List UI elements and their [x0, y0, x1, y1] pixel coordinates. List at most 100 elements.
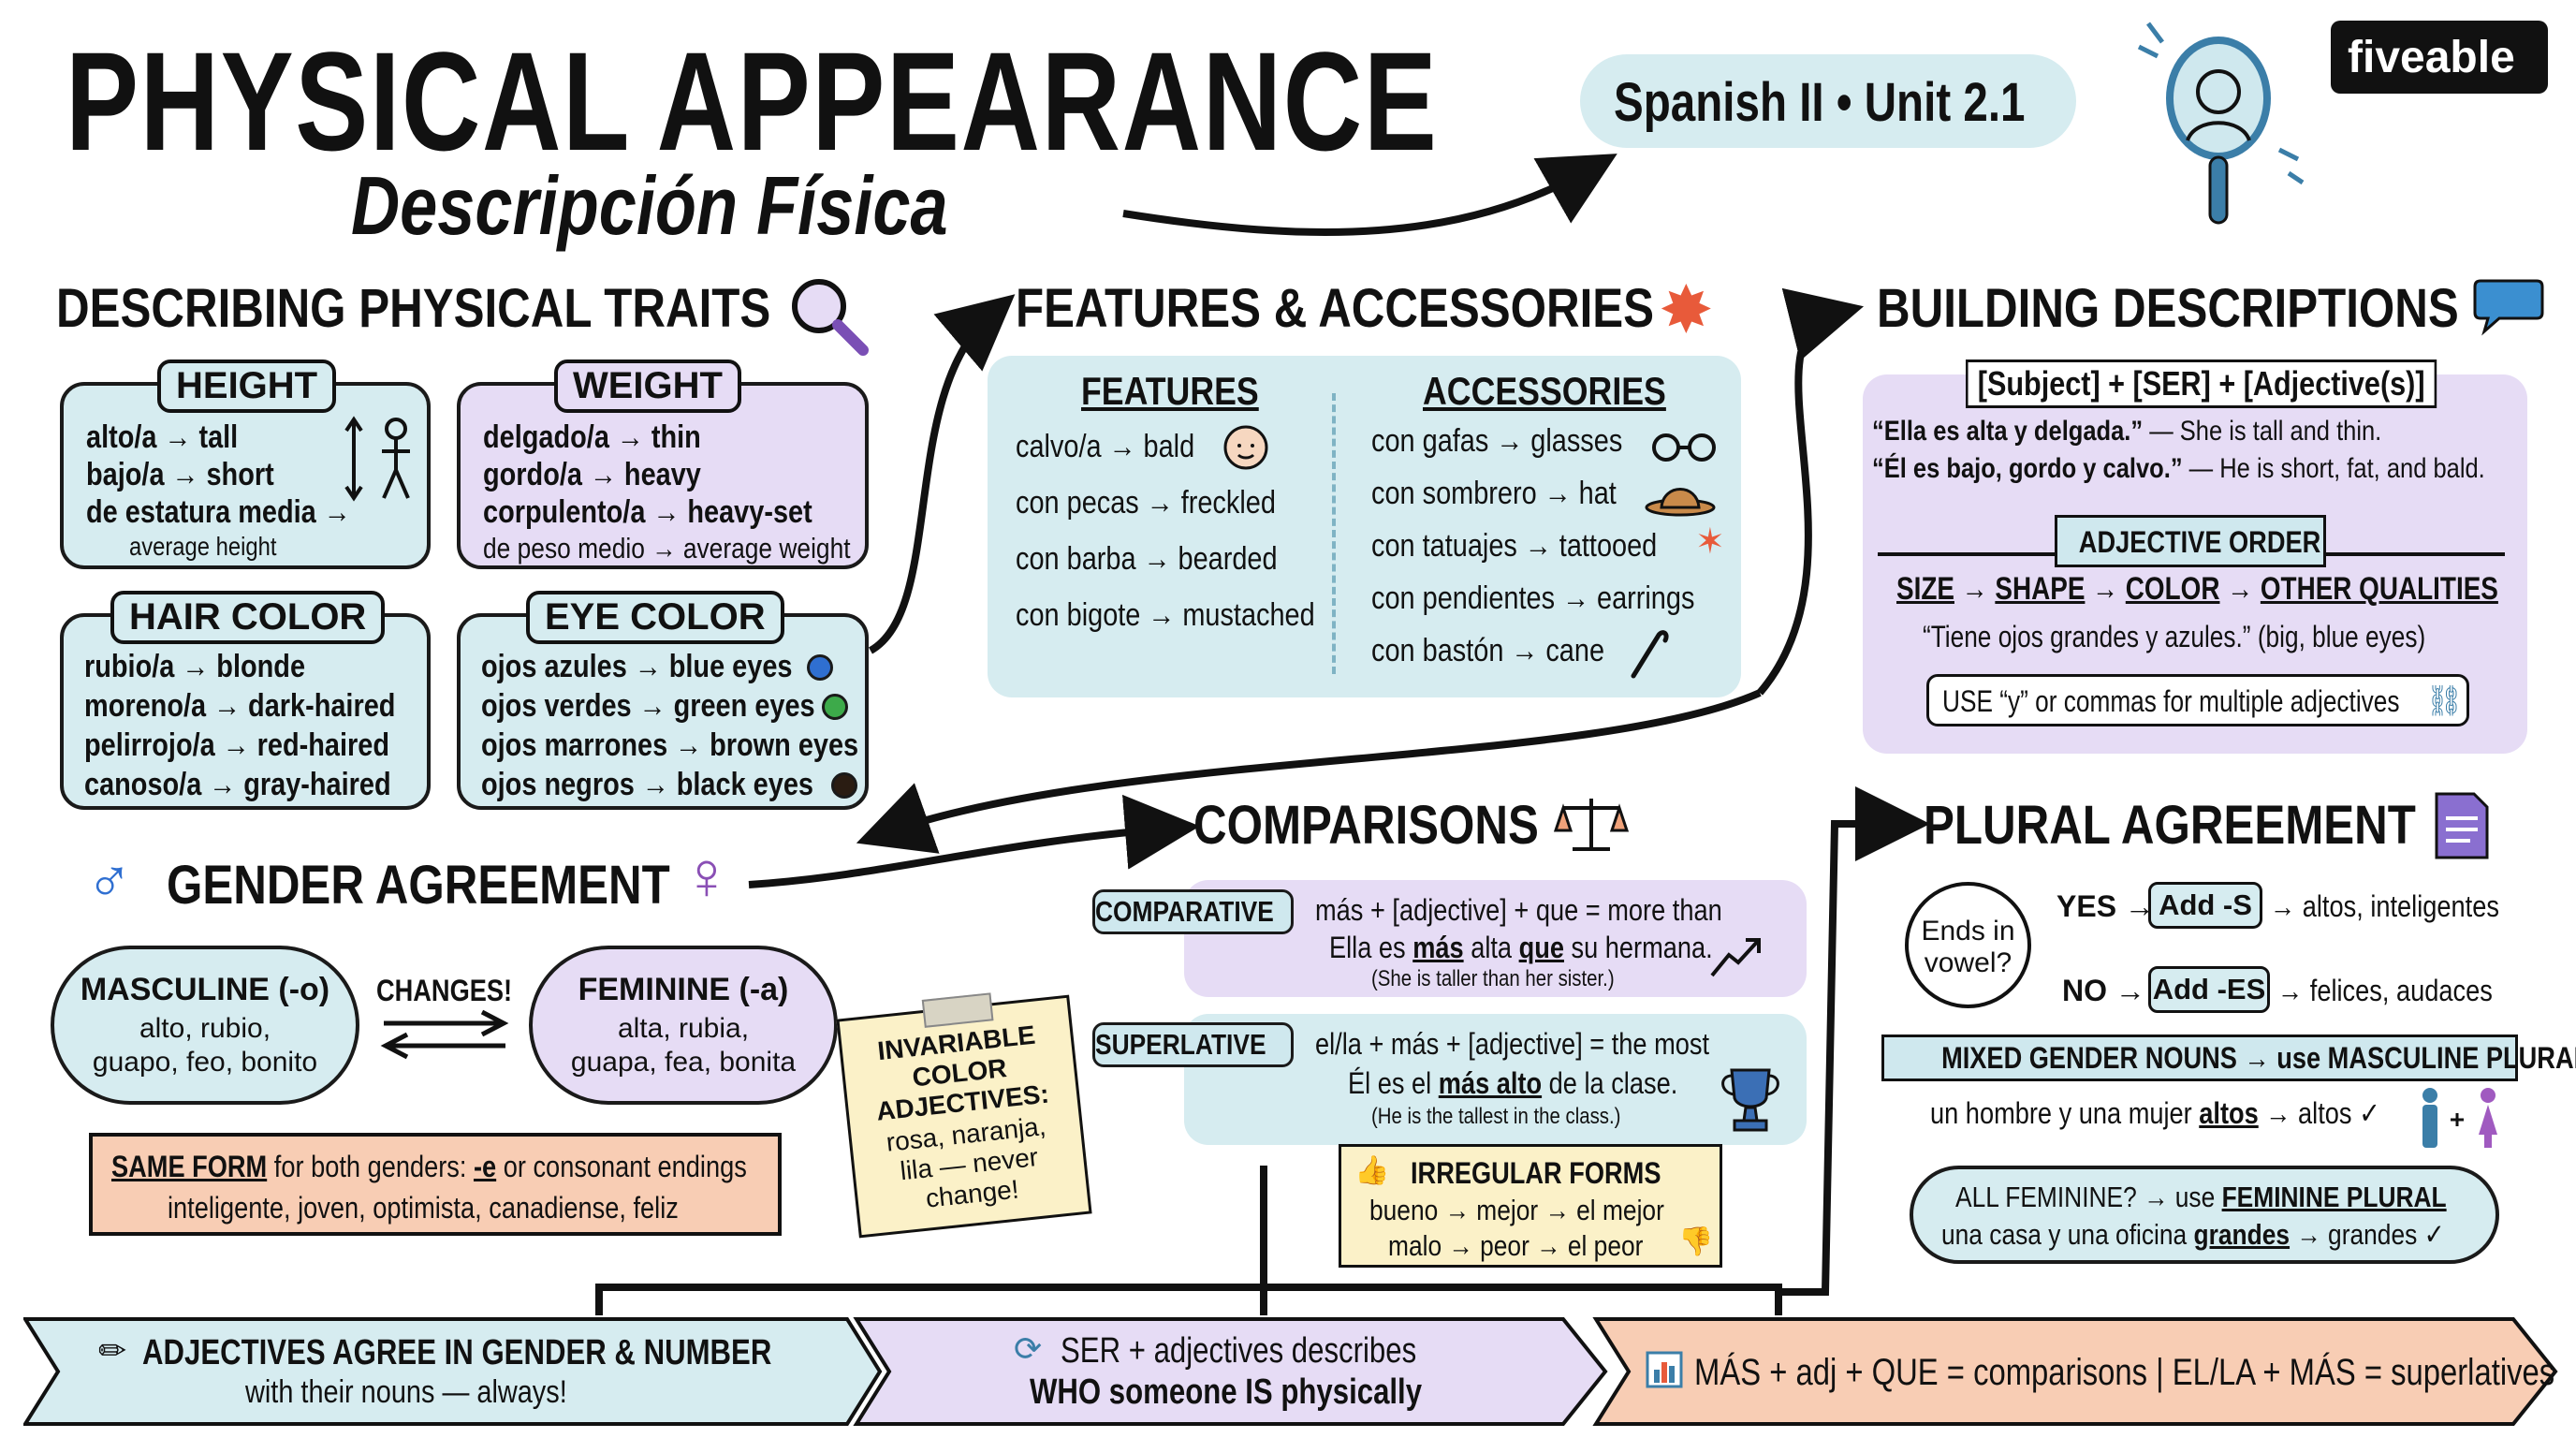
- accessory-line: con sombrero → hat: [1371, 476, 1617, 511]
- order-shape: SHAPE: [1995, 571, 2086, 607]
- hair-line: pelirrojo/a → red-haired: [84, 727, 390, 763]
- order-size: SIZE: [1896, 571, 1954, 607]
- all-feminine-example: una casa y una oficina grandes → grandes…: [1941, 1218, 2445, 1252]
- arrow-to-comparisons: [748, 794, 1200, 888]
- example-2-es: “Él es bajo, gordo y calvo.”: [1872, 453, 2183, 484]
- accessories-subtitle: ACCESSORIES: [1423, 369, 1666, 413]
- weight-line: gordo/a → heavy: [483, 457, 701, 492]
- masculine-title: MASCULINE (-o): [80, 972, 330, 1007]
- weight-line: corpulento/a → heavy-set: [483, 494, 812, 530]
- magnifier-icon: [792, 279, 869, 356]
- same-form-e: -e: [473, 1150, 497, 1183]
- irregular-line: malo → peor → el peor: [1388, 1229, 1644, 1262]
- same-form-rest: or consonant endings: [496, 1150, 747, 1183]
- glasses-icon: [1652, 433, 1716, 462]
- example-2-en: — He is short, fat, and bald.: [2182, 453, 2485, 484]
- scales-icon: [1554, 799, 1629, 851]
- comparative-example: Ella es más alta que su hermana.: [1329, 931, 1713, 965]
- mixed-a: un hombre y una mujer: [1930, 1096, 2200, 1130]
- add-es-pill: Add -ES: [2148, 966, 2270, 1013]
- unit-badge: Spanish II • Unit 2.1: [1580, 54, 2076, 148]
- same-form-examples: inteligente, joven, optimista, canadiens…: [168, 1191, 679, 1225]
- pencil-icon: ✏: [98, 1331, 127, 1370]
- feature-line: con bigote → mustached: [1016, 597, 1315, 633]
- all-feminine-cloud: ALL FEMININE? → use FEMININE PLURAL una …: [1910, 1166, 2499, 1264]
- weight-line: de peso medio → average weight: [483, 532, 851, 565]
- eye-line: ojos verdes → green eyes: [481, 688, 815, 724]
- swap-arrows-icon: [380, 1009, 509, 1060]
- hair-color-title: HAIR COLOR: [110, 591, 386, 644]
- height-line: bajo/a → short: [86, 457, 274, 492]
- weight-line: delgado/a → thin: [483, 419, 701, 455]
- all-feminine-rule: ALL FEMININE? → use FEMININE PLURAL: [1955, 1181, 2447, 1214]
- hat-icon: [1645, 488, 1716, 517]
- superlative-example: Él es el más alto de la clase.: [1348, 1066, 1677, 1101]
- masculine-cloud: MASCULINE (-o) alto, rubio, guapo, feo, …: [51, 946, 359, 1105]
- question-line: vowel?: [1924, 947, 2012, 978]
- blue-dot-icon: [807, 654, 833, 681]
- eye-color-box: EYE COLOR ojos azules → blue eyes ojos v…: [457, 591, 869, 810]
- title-arrow: [1122, 154, 1617, 236]
- features-box: FEATURES calvo/a → bald con pecas → frec…: [988, 356, 1741, 697]
- yes-example: → altos, inteligentes: [2270, 889, 2499, 923]
- feature-line: con barba → bearded: [1016, 541, 1278, 577]
- superlative-label: SUPERLATIVE: [1092, 1022, 1294, 1067]
- tip-text: USE “y” or commas for multiple adjective…: [1942, 684, 2400, 718]
- arrow-to-plural: [1778, 786, 1930, 1296]
- height-line: de estatura media →: [86, 494, 351, 530]
- hair-line: canoso/a → gray-haired: [84, 767, 391, 802]
- plural-title: PLURAL AGREEMENT: [1924, 795, 2416, 856]
- cmp-b: más: [1412, 931, 1464, 964]
- bar-chart-icon: [1646, 1351, 1683, 1388]
- changes-label: CHANGES!: [376, 974, 513, 1007]
- footer-mid-line-1: SER + adjectives describes: [1061, 1331, 1417, 1371]
- cmp-e: su hermana.: [1563, 931, 1713, 964]
- eye-line: ojos negros → black eyes: [481, 767, 813, 802]
- same-form-text: for both genders:: [267, 1150, 474, 1183]
- comparative-box: más + [adjective] + que = more than Ella…: [1184, 880, 1807, 997]
- thumbs-down-icon: 👎: [1678, 1226, 1714, 1257]
- order-other: OTHER QUALITIES: [2260, 571, 2498, 607]
- feminine-title: FEMININE (-a): [578, 972, 789, 1007]
- order-title: ADJECTIVE ORDER: [2078, 525, 2321, 559]
- same-form-rule: SAME FORM for both genders: -e or conson…: [111, 1150, 747, 1184]
- hair-line: moreno/a → dark-haired: [84, 688, 396, 724]
- irregular-forms-box: 👍 IRREGULAR FORMS bueno → mejor → el mej…: [1339, 1144, 1722, 1268]
- order-sequence: SIZE → SHAPE → COLOR → OTHER QUALITIES: [1896, 571, 2498, 607]
- accessory-line: con gafas → glasses: [1371, 423, 1623, 459]
- weight-title: WEIGHT: [554, 360, 741, 413]
- male-symbol-icon: ♂: [86, 844, 133, 913]
- female-symbol-icon: ♀: [681, 839, 732, 914]
- page-title: PHYSICAL APPEARANCE: [66, 22, 1439, 180]
- black-dot-icon: [831, 772, 857, 799]
- mixed-b: altos: [2199, 1096, 2259, 1130]
- green-dot-icon: [822, 694, 848, 720]
- height-line: average height: [129, 532, 277, 561]
- feature-line: calvo/a → bald: [1016, 429, 1195, 464]
- tattoo-star-icon: ✶: [1695, 522, 1725, 562]
- same-form-banner: SAME FORM for both genders: -e or conson…: [89, 1133, 782, 1236]
- page-subtitle: Descripción Física: [351, 159, 948, 252]
- example-1-es: “Ella es alta y delgada.”: [1872, 416, 2144, 447]
- vowel-question-circle: Ends in vowel?: [1905, 882, 2031, 1008]
- height-line: alto/a → tall: [86, 419, 239, 455]
- hair-line: rubio/a → blonde: [84, 649, 306, 684]
- footer-mid-line-2: WHO someone IS physically: [1030, 1372, 1423, 1412]
- tip-box: USE “y” or commas for multiple adjective…: [1926, 674, 2469, 726]
- unit-badge-label: Spanish II • Unit 2.1: [1614, 72, 2026, 133]
- fem-a: ALL FEMININE? → use: [1955, 1181, 2222, 1213]
- features-subtitle: FEATURES: [1081, 369, 1259, 413]
- cane-icon: [1631, 630, 1669, 679]
- arrow-to-traits: [856, 689, 1762, 854]
- accessory-line: con tatuajes → tattooed: [1371, 528, 1658, 564]
- example-1-en: — She is tall and thin.: [2143, 416, 2382, 447]
- eye-color-title: EYE COLOR: [526, 591, 784, 644]
- masculine-line: alto, rubio,: [139, 1013, 271, 1044]
- height-title: HEIGHT: [157, 360, 337, 413]
- gender-title: GENDER AGREEMENT: [167, 855, 670, 916]
- order-color: COLOR: [2125, 571, 2220, 607]
- accessory-line: con pendientes → earrings: [1371, 580, 1695, 616]
- column-divider: [1332, 393, 1339, 674]
- mixed-c: → altos ✓: [2258, 1096, 2380, 1130]
